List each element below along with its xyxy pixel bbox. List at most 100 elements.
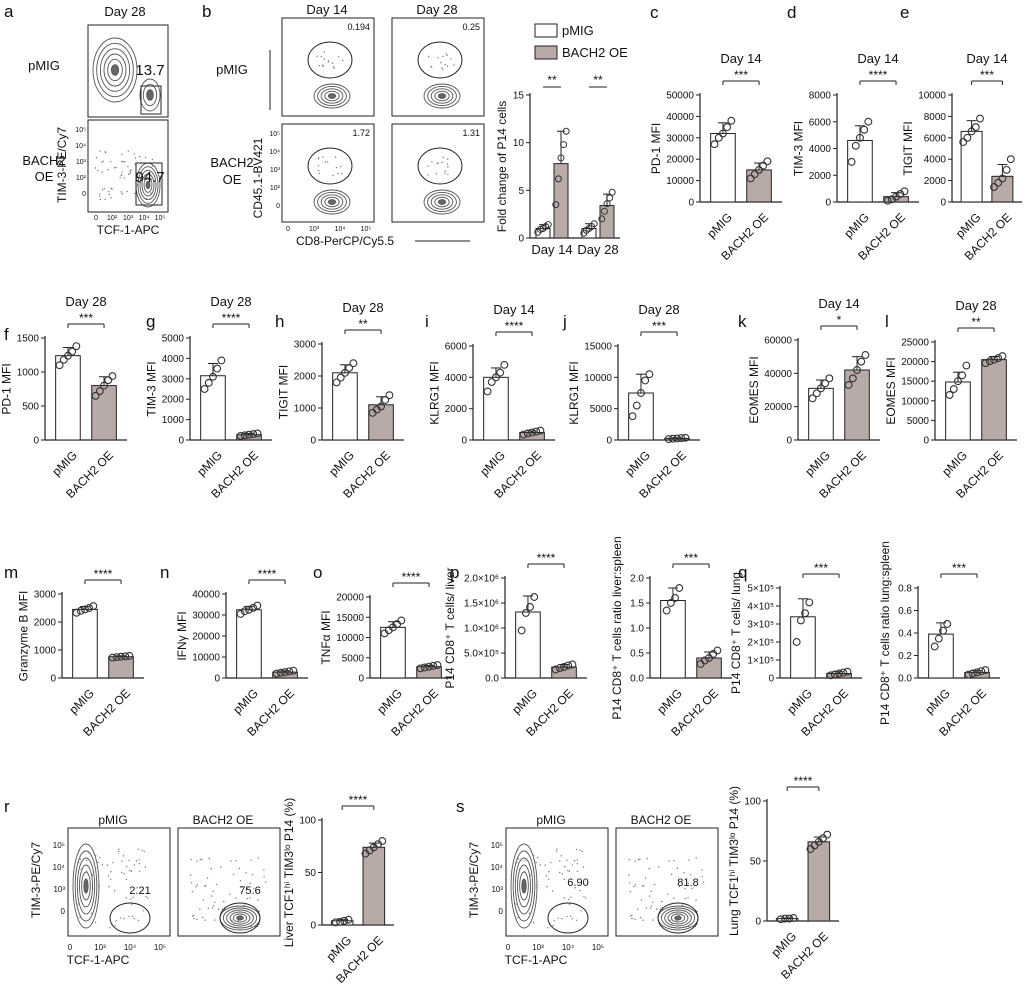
data-point [416,664,425,673]
event-dot [99,198,102,201]
x-tick-label: 10⁴ [139,215,150,222]
event-dot [567,869,569,872]
event-dot [427,55,430,58]
data-point [344,915,353,924]
data-point [968,669,977,678]
event-dot [110,187,112,190]
event-dot [688,925,690,928]
data-point [677,434,686,443]
data-point [600,207,608,215]
event-dot [435,173,438,175]
x-tick-label: 10⁵ [361,226,372,233]
event-dot [645,907,648,909]
y-tick-label: 10000 [192,653,220,664]
y-axis-label: EOMES MFI [747,356,761,423]
event-dot [648,895,651,897]
data-point [664,435,673,444]
data-point [835,669,843,678]
data-point [1002,165,1011,174]
event-dot [571,918,573,920]
event-dot [193,914,195,917]
data-point [666,599,675,607]
y-tick-label: 10000 [666,176,694,187]
data-point [336,373,345,382]
event-dot [199,908,201,910]
contour-line [142,83,158,107]
contour-line [236,915,244,921]
event-dot [568,870,571,872]
y-tick-label: 1000 [294,404,317,415]
event-dot [205,884,207,887]
contour-line [324,90,340,102]
event-dot [687,916,689,919]
y-tick-label: 10² [270,185,281,192]
bar-bach2 [991,175,1014,203]
data-point [336,917,345,926]
flow-header: pMIG [98,813,127,827]
event-dot [681,922,684,925]
panel-letter: k [738,312,747,331]
event-dot [91,874,94,877]
event-dot [79,858,82,860]
event-dot [327,60,330,62]
chart-title: Day 28 [210,294,251,309]
event-dot [85,870,88,873]
x-tick-label: pMIG [654,686,685,717]
contour-line [512,850,536,922]
data-point [433,661,442,669]
data-point [289,666,298,675]
data-point [397,616,406,625]
y-tick-label: 0 [358,674,364,685]
event-dot [97,861,99,864]
event-dot [123,177,126,179]
y-axis-label: Fold change of P14 cells [495,101,509,232]
data-point [796,616,805,625]
event-dot [122,855,125,857]
event-dot [125,897,128,899]
data-point [496,368,505,377]
data-point [959,138,968,147]
event-dot [113,167,116,169]
event-dot [95,157,98,159]
event-dot [221,908,224,910]
event-dot [196,918,198,920]
event-dot [535,861,537,864]
data-point [962,361,971,370]
event-dot [133,918,135,920]
y-tick-label: 1000 [17,368,40,379]
y-tick-label: 10² [76,175,87,182]
y-tick-label: 0 [310,921,316,932]
y-axis-label: KLRG1 MFI [428,361,442,424]
event-dot [77,910,80,912]
event-dot [444,64,447,66]
data-point [759,161,768,170]
event-dot [561,873,563,875]
event-dot [136,887,138,889]
event-dot [101,188,104,191]
data-point [125,651,134,660]
panel-letter: m [4,563,18,582]
contour-line [521,878,527,894]
data-point [112,653,121,662]
event-dot [243,922,246,925]
y-tick-label: 2×10⁵ [747,638,774,649]
event-dot [108,885,110,888]
y-tick-label: 4000 [445,373,468,384]
significance-label: ** [971,315,981,329]
data-point [964,670,973,679]
y-tick-label: 10³ [491,885,503,894]
data-point [240,431,249,440]
event-dot [559,860,561,862]
x-tick-label: pMIG [477,448,508,479]
event-dot [190,859,192,861]
x-tick-label: pMIG [374,686,405,717]
gate [307,41,353,79]
contour-line [430,88,454,104]
x-tick-label: 10⁴ [124,943,137,952]
event-dot [547,927,549,929]
y-tick-label: 5000 [907,416,930,427]
